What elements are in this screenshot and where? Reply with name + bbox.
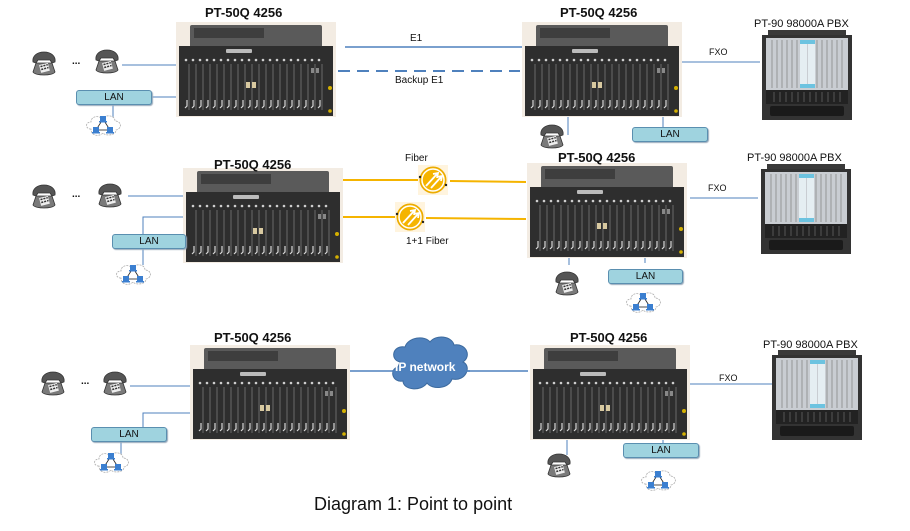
lan-network-icon [641,470,676,491]
fxo-label: FXO [709,47,728,57]
ellipsis: ... [72,189,81,200]
lan-link [142,412,190,427]
lan-switch: LAN [91,427,167,442]
lan-switch: LAN [112,234,186,249]
pt-50q-chassis [529,344,691,441]
ellipsis: ... [81,376,90,387]
device-title: PT-50Q 4256 [205,5,283,20]
lan-link [142,216,183,265]
phone-icon [32,51,56,76]
phone-icon [32,184,56,209]
link-label: 1+1 Fiber [406,236,449,247]
device-title: PT-50Q 4256 [560,5,638,20]
fiber-transceiver-icon [417,164,449,196]
link-label: E1 [410,33,423,44]
device-title: PT-50Q 4256 [570,330,648,345]
diagram-caption: Diagram 1: Point to point [314,494,513,514]
device-title: PT-50Q 4256 [214,157,292,172]
pt-50q-chassis [175,21,337,118]
fiber-link [449,180,527,183]
lan-network-icon [94,452,129,473]
device-title: PT-50Q 4256 [558,150,636,165]
lan-switch: LAN [623,443,699,458]
fxo-label: FXO [708,183,727,193]
lan-network-icon [86,115,121,136]
phone-icon [95,49,119,74]
pt-50q-chassis [189,344,351,441]
pbx-unit [771,349,863,441]
pbx-title: PT-90 98000A PBX [754,18,849,30]
pbx-title: PT-90 98000A PBX [747,152,842,164]
lan-switch: LAN [608,269,683,284]
phone-icon [41,371,65,396]
phone-icon [540,124,564,149]
phone-icon [555,271,579,296]
pt-50q-chassis [521,21,683,118]
phone-icon [547,453,571,478]
link-label: Fiber [405,153,428,164]
pt-50q-chassis [526,162,688,259]
ip-network-cloud [392,336,468,390]
pbx-unit [761,29,853,121]
phone-icon [103,371,127,396]
fiber-backup-link [425,217,527,220]
pt-50q-chassis [182,167,344,264]
lan-network-icon [116,264,151,285]
pbx-title: PT-90 98000A PBX [763,339,858,351]
fxo-label: FXO [719,373,738,383]
phone-icon [98,183,122,208]
lan-switch: LAN [76,90,152,105]
device-title: PT-50Q 4256 [214,330,292,345]
pbx-unit [760,163,852,255]
ellipsis: ... [72,56,81,67]
fiber-transceiver-icon [394,201,426,233]
lan-network-icon [626,292,661,313]
lan-switch: LAN [632,127,708,142]
ip-network-label: IP network [395,360,456,374]
link-label: Backup E1 [395,75,444,86]
